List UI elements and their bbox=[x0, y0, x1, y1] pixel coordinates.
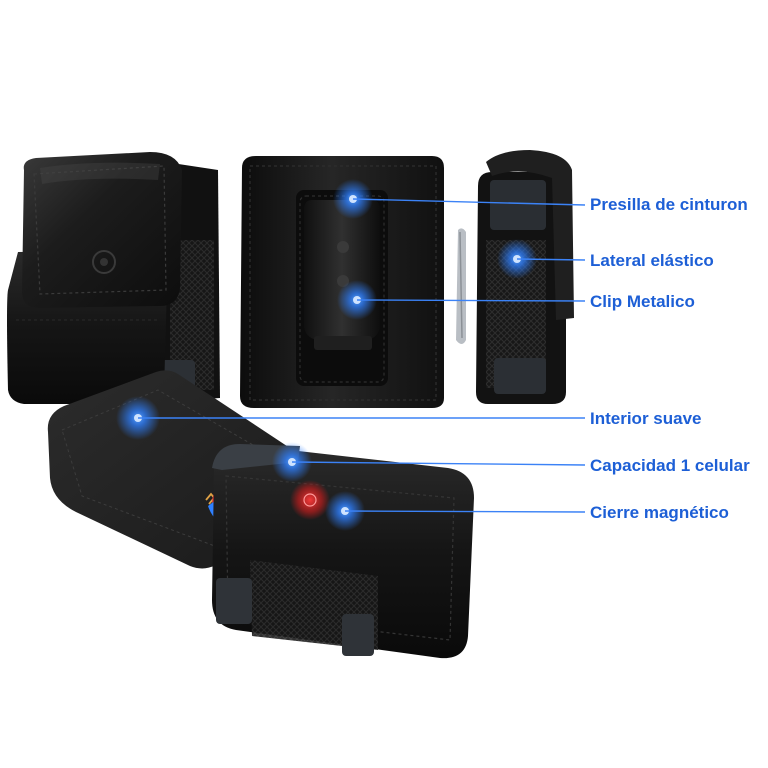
leader-line-capacity bbox=[291, 461, 586, 466]
callout-capacity: Capacidad 1 celular bbox=[590, 456, 750, 475]
leader-line-elastic bbox=[516, 258, 586, 261]
callout-elastic-side: Lateral elástico bbox=[590, 251, 714, 270]
brand-logo-emboss bbox=[92, 250, 116, 274]
metal-clip bbox=[304, 200, 380, 350]
leader-line-magnetic bbox=[344, 510, 586, 513]
leader-line-clip bbox=[356, 299, 586, 302]
leader-line-belt-loop bbox=[352, 198, 586, 206]
callout-magnetic-closure: Cierre magnético bbox=[590, 503, 729, 522]
leader-lines bbox=[138, 198, 586, 513]
pouch-side-view bbox=[456, 150, 574, 404]
pouch-open-view bbox=[47, 370, 474, 659]
callout-metal-clip: Clip Metalico bbox=[590, 292, 695, 311]
pouch-front-view bbox=[7, 152, 220, 404]
callout-soft-interior: Interior suave bbox=[590, 409, 702, 428]
callout-belt-loop: Presilla de cinturon bbox=[590, 195, 748, 214]
